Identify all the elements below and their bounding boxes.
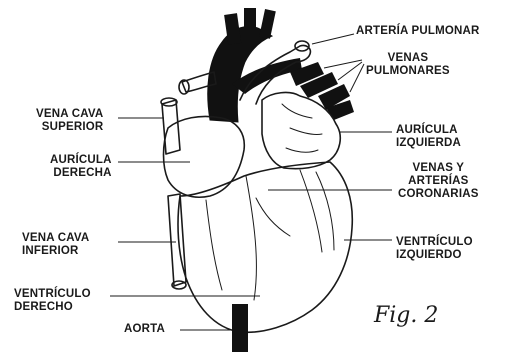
left-atrium-fold xyxy=(290,128,322,135)
coronary-vessel xyxy=(256,198,290,236)
left-atrium-fold xyxy=(286,148,318,152)
coronary-vessel xyxy=(300,170,322,252)
ventricles xyxy=(178,162,352,332)
label-vena-cava-inferior: VENA CAVA INFERIOR xyxy=(22,232,89,258)
leader-arteria-pulmonar xyxy=(312,34,354,44)
label-venas-pulmonares: VENAS PULMONARES xyxy=(366,52,450,78)
carotid-branch xyxy=(244,8,256,38)
figure-caption: Fig. 2 xyxy=(373,303,438,328)
label-ventriculo-izquierdo: VENTRÍCULO IZQUIERDO xyxy=(396,236,473,262)
label-vena-cava-superior: VENA CAVA SUPERIOR xyxy=(36,108,103,134)
right-atrium xyxy=(164,116,245,197)
coronary-vessel xyxy=(316,172,334,250)
coronary-vessel xyxy=(206,200,222,290)
descending-aorta xyxy=(232,304,248,352)
subclavian-branch xyxy=(259,9,276,39)
label-ventriculo-derecho: VENTRÍCULO DERECHO xyxy=(14,288,91,314)
label-aorta: AORTA xyxy=(124,323,165,336)
coronary-vessel xyxy=(246,176,256,300)
left-atrium-fold xyxy=(282,104,312,118)
inferior-vena-cava xyxy=(168,194,186,286)
leader-venas-pulmonares xyxy=(350,64,364,92)
label-auricula-derecha: AURÍCULA DERECHA xyxy=(50,154,112,180)
label-venas-arterias-coronarias: VENAS Y ARTERÍAS CORONARIAS xyxy=(398,162,479,201)
label-auricula-izquierda: AURÍCULA IZQUIERDA xyxy=(396,124,461,150)
label-arteria-pulmonar: ARTERÍA PULMONAR xyxy=(356,25,480,38)
